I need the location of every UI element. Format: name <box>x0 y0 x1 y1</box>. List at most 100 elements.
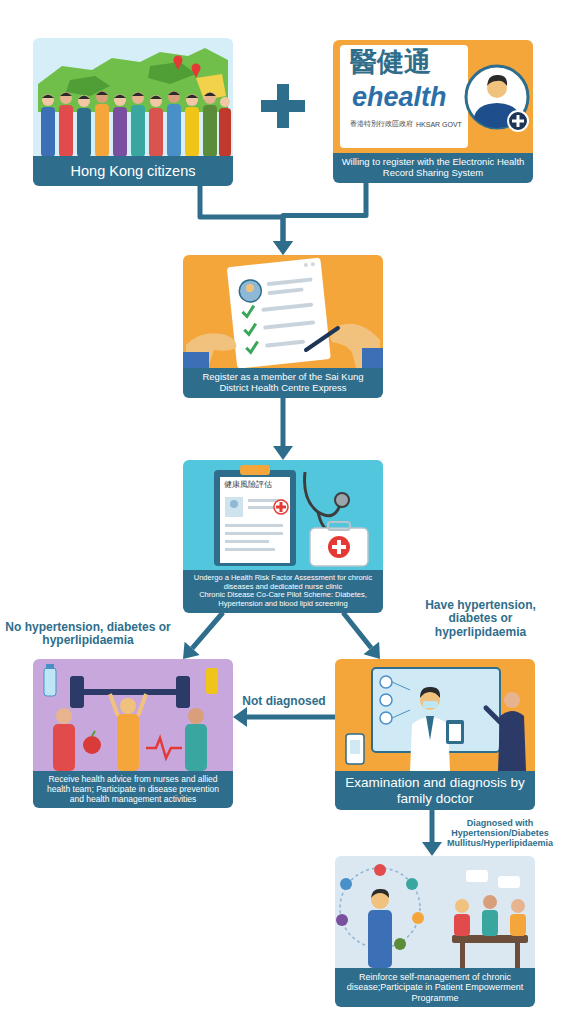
activities-illustration-part <box>185 724 207 771</box>
assessment-illustration-part <box>332 545 346 549</box>
doctor-illustration-part <box>498 711 526 771</box>
citizens-illustration-part-part <box>186 95 198 99</box>
citizens-illustration-part-part <box>204 93 216 97</box>
activities-illustration-part <box>110 694 118 716</box>
ehealth-illustration-part <box>340 45 468 148</box>
doctor-illustration-part <box>350 740 360 754</box>
registration-illustration-part-part <box>244 324 257 335</box>
self-management-illustration-part <box>335 856 535 978</box>
self-management-illustration-part <box>510 914 526 936</box>
citizens-illustration-part-part <box>204 92 216 104</box>
citizens-illustration-part-part <box>78 95 90 107</box>
arrow-head <box>233 707 247 727</box>
citizens-illustration-part-part <box>203 105 217 157</box>
self-management-illustration-part <box>515 943 520 968</box>
self-management-illustration-part <box>498 876 520 888</box>
caption-band: Undergo a Health Risk Factor Assessment … <box>183 570 383 613</box>
self-management-illustration-part <box>455 899 469 913</box>
logo-text: 醫健通 <box>350 47 431 77</box>
citizens-illustration-part-part <box>42 95 54 99</box>
activities-illustration-part <box>206 668 218 694</box>
citizens-illustration-part <box>33 38 233 166</box>
self-management-illustration-part <box>466 870 488 882</box>
self-management-illustration-part <box>336 914 348 926</box>
self-management-illustration-part <box>454 914 470 936</box>
arrow-head <box>273 446 293 460</box>
doctor-illustration-part <box>426 716 434 740</box>
citizens-illustration-part-part <box>131 105 145 157</box>
activities-illustration-part <box>120 698 136 714</box>
logo-text: 健康風險評估 <box>224 481 272 489</box>
flow-box: Examination and diagnosis by family doct… <box>335 659 535 810</box>
box-caption: Examination and diagnosis by family doct… <box>341 775 529 806</box>
self-management-illustration-part <box>368 910 392 968</box>
assessment-illustration-part <box>225 497 243 517</box>
box-caption: Reinforce self-management of chronic dis… <box>341 972 529 1003</box>
edge-label: Not diagnosed <box>242 695 325 709</box>
doctor-illustration-part <box>346 734 364 764</box>
flow-arrow <box>422 810 442 856</box>
assessment-illustration-part <box>214 470 296 566</box>
doctor-illustration-part <box>449 724 461 741</box>
arrow-shaft <box>192 613 223 649</box>
plus-sign-part <box>261 100 305 112</box>
assessment-illustration-part <box>220 477 290 563</box>
box-caption: Chronic Disease Co-Care Pilot Scheme: Di… <box>189 591 377 608</box>
citizens-illustration-part-part <box>95 104 109 157</box>
plus-sign <box>261 84 305 128</box>
registration-illustration-part <box>183 352 209 368</box>
ehealth-illustration-part <box>512 120 524 123</box>
ehealth-illustration-part <box>508 111 528 131</box>
citizens-illustration-part-part <box>60 92 72 104</box>
citizens-illustration-part <box>148 62 196 84</box>
flow-arrow <box>343 613 380 660</box>
flow-arrow <box>273 398 293 460</box>
activities-illustration-part <box>53 724 75 771</box>
activities-illustration-part <box>117 714 139 771</box>
self-management-illustration-part <box>482 910 498 936</box>
self-management-illustration-part <box>452 935 528 943</box>
citizens-illustration-part <box>42 92 216 100</box>
doctor-illustration <box>335 659 535 781</box>
ehealth-illustration-part <box>333 40 533 163</box>
arrow-shaft <box>430 810 435 842</box>
doctor-illustration-part <box>504 692 520 708</box>
assessment-illustration-part <box>230 500 238 508</box>
registration-illustration-part-part <box>311 262 315 266</box>
activities-illustration-part <box>146 738 182 758</box>
activities-illustration-part <box>138 694 146 716</box>
registration-illustration-part-part <box>242 306 255 317</box>
citizens-illustration-part-part <box>113 107 127 157</box>
arrow-shaft <box>200 186 283 241</box>
citizens-illustration-part-part <box>150 96 162 100</box>
registration-illustration-part <box>183 255 383 378</box>
citizens-illustration-part-part <box>59 105 73 157</box>
registration-illustration-part-part <box>267 287 303 295</box>
flow-box: Hong Kong citizens <box>33 38 233 186</box>
citizens-illustration-part <box>66 76 110 96</box>
self-management-illustration-part <box>371 889 389 898</box>
citizens-illustration-part-part <box>114 95 126 99</box>
arrow-head <box>363 642 380 659</box>
doctor-illustration-part <box>380 694 392 706</box>
citizens-illustration <box>33 38 233 166</box>
activities-illustration-part <box>46 664 54 669</box>
registration-illustration-part-part <box>227 257 331 368</box>
doctor-illustration-part <box>392 710 410 718</box>
ehealth-illustration-part <box>487 75 507 86</box>
citizens-illustration-part-part <box>168 91 180 103</box>
doctor-illustration-part <box>392 682 410 690</box>
citizens-illustration-part-part <box>96 92 108 96</box>
citizens-illustration-part-part <box>114 94 126 106</box>
assessment-illustration-part <box>274 500 288 514</box>
doctor-illustration-part <box>380 712 392 724</box>
doctor-illustration-part <box>446 720 464 744</box>
flow-arrow <box>233 707 335 727</box>
edge-label: Have hypertension, diabetes or hyperlipi… <box>403 599 558 640</box>
flow-arrow <box>183 613 223 660</box>
registration-illustration <box>183 255 383 378</box>
self-management-illustration-part <box>374 864 386 876</box>
doctor-illustration-part <box>423 701 438 708</box>
citizens-illustration-part-part <box>185 107 199 157</box>
